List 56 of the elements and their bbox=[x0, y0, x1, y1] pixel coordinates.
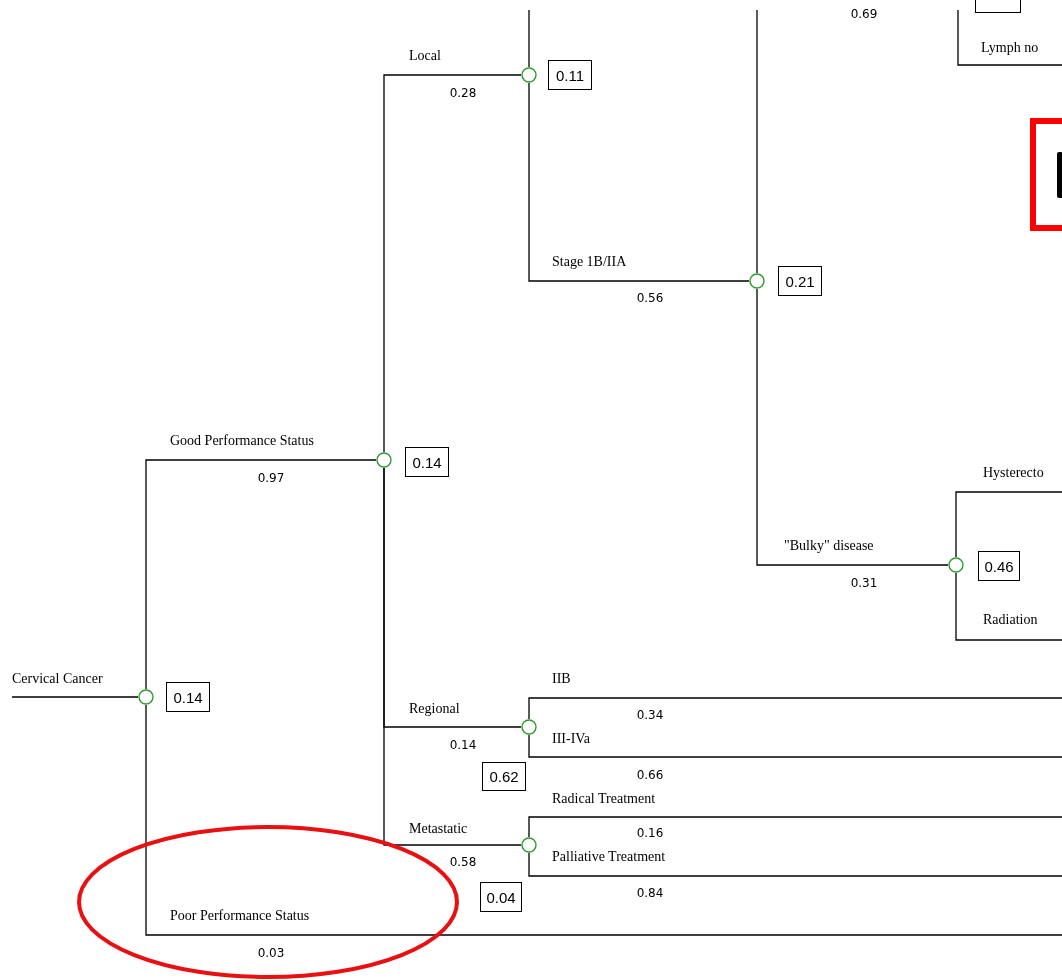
branch-line bbox=[528, 697, 1062, 720]
branch-line bbox=[383, 74, 522, 453]
branch-label: Lymph no bbox=[981, 40, 1039, 56]
branch-line bbox=[528, 734, 1062, 758]
value-box: 0.62 bbox=[482, 762, 526, 791]
branch-line bbox=[383, 467, 522, 846]
probability-label: 0.69 bbox=[850, 7, 878, 21]
chance-node-circle bbox=[521, 719, 537, 735]
branch-label: Hysterecto bbox=[983, 465, 1044, 481]
probability-label: 0.16 bbox=[636, 826, 664, 840]
branch-label: Palliative Treatment bbox=[552, 849, 666, 865]
branch-label: Radiation bbox=[983, 612, 1038, 628]
branch-label: Cervical Cancer bbox=[12, 671, 103, 687]
branch-label: Metastatic bbox=[409, 821, 468, 837]
branch-label: IIB bbox=[552, 671, 571, 687]
branch-line bbox=[955, 572, 1062, 641]
probability-label: 0.14 bbox=[449, 738, 477, 752]
branch-line bbox=[528, 9, 530, 68]
chance-node-circle bbox=[376, 452, 392, 468]
branch-line bbox=[756, 9, 758, 274]
branch-line bbox=[528, 816, 1062, 838]
branch-label: Good Performance Status bbox=[170, 433, 314, 449]
chance-node-circle bbox=[521, 67, 537, 83]
chance-node-circle bbox=[749, 273, 765, 289]
branch-label: Poor Performance Status bbox=[170, 908, 310, 924]
branch-line bbox=[145, 704, 1062, 936]
branch-line bbox=[528, 82, 750, 282]
branch-line bbox=[528, 852, 1062, 877]
branch-label: Stage 1B/IIA bbox=[552, 254, 627, 270]
branch-label: "Bulky" disease bbox=[784, 538, 874, 554]
probability-label: 0.28 bbox=[449, 86, 477, 100]
probability-label: 0.66 bbox=[636, 768, 664, 782]
branch-label: Regional bbox=[409, 701, 460, 717]
probability-label: 0.56 bbox=[636, 291, 664, 305]
branch-line bbox=[11, 696, 139, 698]
value-box: 0.21 bbox=[778, 266, 822, 296]
value-box: 0.14 bbox=[405, 447, 449, 477]
probability-label: 0.34 bbox=[636, 708, 664, 722]
chance-node-circle bbox=[138, 689, 154, 705]
value-box: 0.11 bbox=[548, 60, 592, 90]
chance-node-circle bbox=[521, 837, 537, 853]
branch-line bbox=[955, 491, 1062, 558]
branch-label: Radical Treatment bbox=[552, 791, 656, 807]
value-box: 0.46 bbox=[978, 551, 1020, 581]
probability-label: 0.97 bbox=[257, 471, 285, 485]
branch-line bbox=[145, 459, 377, 690]
branch-line bbox=[756, 288, 949, 566]
chance-node-circle bbox=[948, 557, 964, 573]
probability-label: 0.58 bbox=[449, 855, 477, 869]
branch-label: Local bbox=[409, 48, 441, 64]
value-box: 0.14 bbox=[166, 682, 210, 712]
value-box: 0.04 bbox=[480, 882, 522, 912]
probability-label: 0.03 bbox=[257, 946, 285, 960]
probability-label: 0.31 bbox=[850, 576, 878, 590]
probability-label: 0.84 bbox=[636, 886, 664, 900]
branch-label: III-IVa bbox=[552, 731, 591, 747]
